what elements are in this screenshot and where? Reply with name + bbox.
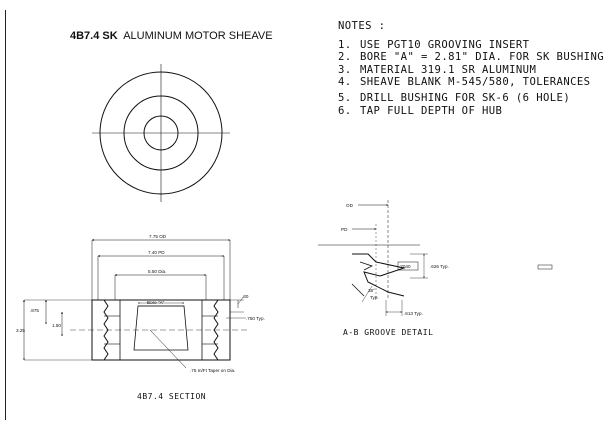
detail-2040-label: .2040	[399, 264, 411, 269]
detail-angle-typ-label: Typ.	[370, 295, 379, 300]
detail-od-label: OD	[346, 203, 354, 208]
note-number: 3.	[338, 63, 352, 76]
title-description: ALUMINUM MOTOR SHEAVE	[123, 30, 273, 42]
groove-profile	[352, 253, 406, 297]
note-number: 6.	[338, 104, 352, 117]
bore-label: Bore "A"	[147, 300, 165, 305]
detail-613-label: .613 Typ.	[404, 311, 423, 316]
note-text: MATERIAL 319.1 SR ALUMINUM	[360, 63, 537, 76]
groove-detail-caption: A-B GROOVE DETAIL	[343, 328, 434, 337]
detail-pd-label: PD	[341, 227, 348, 232]
dim-150-label: 1.50	[52, 323, 61, 328]
note-item: 1. USE PGT10 GROOVING INSERT	[338, 39, 604, 52]
note-text: SHEAVE BLANK M-545/580, TOLERANCES	[360, 76, 591, 89]
section-caption: 4B7.4 SECTION	[137, 392, 207, 401]
note-item: 5. DRILL BUSHING FOR SK-6 (6 HOLE)	[338, 92, 604, 105]
notes-block: NOTES : 1. USE PGT10 GROOVING INSERT 2. BO…	[338, 20, 604, 117]
note-number: 2.	[338, 51, 352, 64]
title-part-number: 4B7.4 SK	[70, 30, 118, 42]
note-item: 2. BORE "A" = 2.81" DIA. FOR SK BUSHING	[338, 51, 604, 64]
note-text: USE PGT10 GROOVING INSERT	[360, 38, 530, 51]
note-item: 6. TAP FULL DEPTH OF HUB	[338, 105, 604, 118]
dim-750-label: .750 Typ.	[246, 316, 265, 321]
tapered-bore	[133, 305, 189, 351]
detail-angle-label: 38°	[368, 288, 375, 293]
drawing-title: 4B7.4 SK ALUMINUM MOTOR SHEAVE	[70, 30, 273, 42]
note-number: 1.	[338, 38, 352, 51]
note-text: DRILL BUSHING FOR SK-6 (6 HOLE)	[360, 91, 571, 104]
note-item: 4. SHEAVE BLANK M-545/580, TOLERANCES	[338, 76, 604, 89]
notes-header: NOTES :	[338, 20, 386, 32]
sheet-border-line	[5, 10, 6, 420]
dim-30-label: .30	[242, 294, 249, 299]
note-number: 4.	[338, 76, 352, 89]
note-text: BORE "A" = 2.81" DIA. FOR SK BUSHING	[360, 51, 604, 64]
left-rim-grooves	[91, 299, 109, 361]
pd-label: 7.40 PD	[148, 250, 165, 255]
note-text: TAP FULL DEPTH OF HUB	[360, 104, 503, 117]
detail-626-label: .626 Typ.	[430, 264, 449, 269]
right-rim-grooves	[213, 299, 231, 361]
taper-leader-line	[149, 329, 187, 369]
taper-label: .75 In/Ft Taper on Dia.	[190, 368, 235, 373]
dia-label: 5.50 Dia.	[148, 269, 166, 274]
note-item: 3. MATERIAL 319.1 SR ALUMINUM	[338, 64, 604, 77]
scale-mark	[537, 264, 553, 270]
od-label: 7.75 OD	[149, 234, 167, 239]
sheave-top-view	[92, 64, 230, 202]
section-view	[23, 239, 250, 369]
dim-325-label: 3.25	[16, 328, 25, 333]
dim-2040-box	[397, 261, 419, 271]
dim-875-label: .875	[30, 308, 39, 313]
groove-detail	[318, 200, 553, 316]
note-number: 5.	[338, 91, 352, 104]
